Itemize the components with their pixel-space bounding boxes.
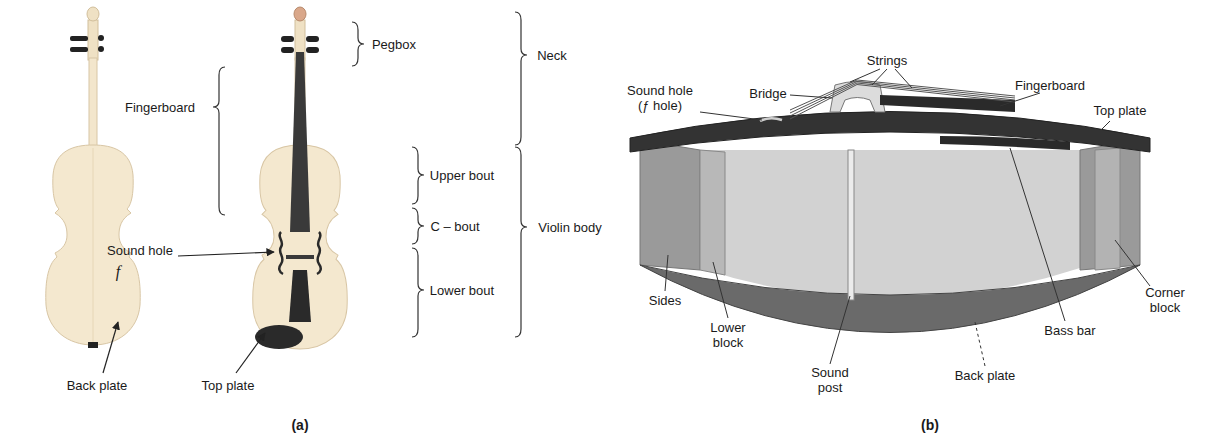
part-label: Fingerboard bbox=[125, 100, 195, 115]
leader-line bbox=[790, 95, 832, 98]
part-label: Lower bout bbox=[430, 283, 494, 298]
fingerboard-bracket bbox=[213, 67, 225, 215]
body-bracket bbox=[515, 147, 527, 337]
string bbox=[790, 82, 1015, 114]
brackets bbox=[213, 12, 527, 337]
part-label: Pegbox bbox=[372, 37, 416, 52]
tailpiece bbox=[289, 270, 311, 322]
sound-post bbox=[848, 150, 854, 300]
f-hole bbox=[760, 118, 782, 121]
bridge bbox=[830, 82, 885, 113]
part-label: Sound post bbox=[807, 365, 853, 395]
panel-caption: (a) bbox=[291, 418, 308, 433]
f-hole bbox=[279, 232, 283, 274]
peg bbox=[70, 36, 88, 41]
peg bbox=[70, 47, 88, 52]
fingerboard bbox=[290, 52, 310, 232]
top-plate bbox=[630, 112, 1150, 153]
pegbox-bracket bbox=[352, 22, 364, 66]
neck-bracket bbox=[515, 12, 527, 145]
part-label: f bbox=[116, 264, 120, 279]
leader-arrow bbox=[178, 252, 274, 256]
part-label: Upper bout bbox=[430, 168, 494, 183]
violin-cutaway bbox=[630, 80, 1150, 333]
part-label: Bridge bbox=[749, 86, 787, 101]
plate-joint bbox=[93, 148, 94, 342]
leader-line bbox=[1115, 240, 1150, 286]
lower-bout-bracket bbox=[412, 248, 424, 337]
string bbox=[790, 80, 1015, 110]
peg bbox=[98, 35, 104, 41]
violin-back-view bbox=[46, 7, 140, 348]
scroll bbox=[294, 7, 306, 21]
scroll bbox=[87, 7, 99, 21]
neck bbox=[89, 58, 97, 150]
part-label: Neck bbox=[537, 48, 567, 63]
pegbox bbox=[88, 20, 98, 60]
leader-arrow bbox=[103, 322, 118, 373]
part-label: Fingerboard bbox=[1015, 78, 1085, 93]
sides bbox=[1080, 140, 1140, 270]
string bbox=[790, 83, 1015, 116]
leader-line bbox=[700, 112, 762, 120]
interior bbox=[700, 150, 1080, 299]
strings bbox=[790, 80, 1015, 119]
part-label: Bass bar bbox=[1044, 323, 1095, 338]
leader-line bbox=[850, 69, 880, 82]
part-label: Top plate bbox=[202, 378, 255, 393]
leader-line bbox=[895, 69, 912, 88]
leader-line bbox=[975, 322, 985, 366]
c-bout-bracket bbox=[412, 208, 424, 244]
violin-front-view bbox=[253, 7, 347, 349]
leader-arrow bbox=[236, 333, 265, 373]
arrows bbox=[103, 252, 274, 373]
bridge bbox=[286, 255, 314, 259]
part-label: Violin body bbox=[538, 220, 601, 235]
part-label: Top plate bbox=[1094, 103, 1147, 118]
part-label: Lower block bbox=[703, 320, 753, 350]
string bbox=[790, 85, 1015, 120]
part-label: Sound hole (ƒ hole) bbox=[622, 83, 698, 113]
leader-lines bbox=[665, 69, 1150, 366]
leader-line bbox=[1000, 93, 1040, 106]
part-label: C – bout bbox=[430, 219, 479, 234]
part-label: Sides bbox=[649, 293, 682, 308]
peg bbox=[98, 46, 104, 52]
part-label: Sound hole bbox=[107, 243, 173, 258]
panel-caption: (b) bbox=[921, 418, 939, 433]
part-label: Corner block bbox=[1139, 285, 1191, 315]
leader-line bbox=[830, 296, 850, 364]
leader-line bbox=[872, 69, 887, 85]
peg bbox=[281, 36, 294, 42]
peg bbox=[281, 47, 294, 53]
part-label: Back plate bbox=[955, 368, 1016, 383]
part-label: Back plate bbox=[67, 378, 128, 393]
part-label: Strings bbox=[867, 53, 907, 68]
leader-line bbox=[1010, 148, 1065, 321]
peg bbox=[306, 47, 319, 53]
lower-block bbox=[700, 150, 725, 275]
leader-line bbox=[713, 262, 728, 318]
f-hole bbox=[317, 232, 321, 274]
corner-block bbox=[1095, 148, 1120, 270]
leader-line bbox=[665, 255, 668, 291]
upper-bout-bracket bbox=[412, 147, 424, 204]
peg bbox=[306, 36, 319, 42]
sides bbox=[640, 140, 700, 270]
leader-line bbox=[1100, 121, 1110, 131]
end-button bbox=[88, 342, 98, 348]
